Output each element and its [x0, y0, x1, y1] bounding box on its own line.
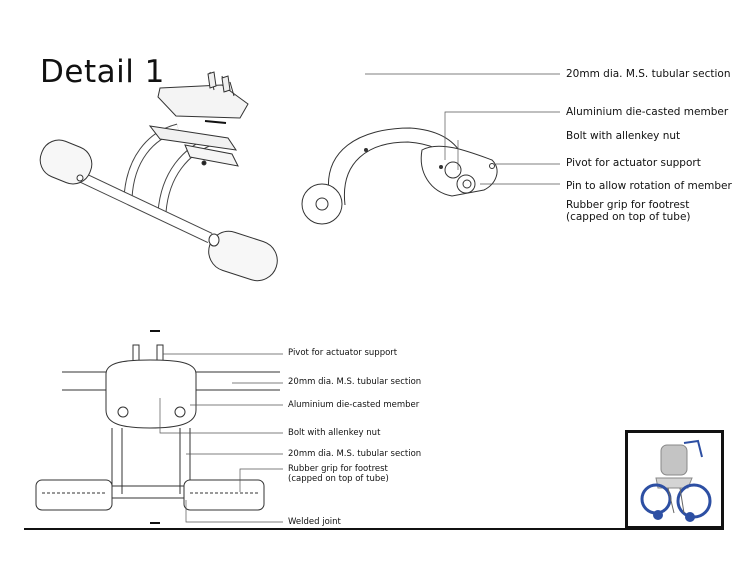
chair-thumbnail-image — [640, 439, 712, 522]
bottom-rule — [24, 528, 724, 530]
label-pivot-top: Pivot for actuator support — [566, 157, 701, 169]
label-die-cast-bottom: Aluminium die-casted member — [288, 400, 420, 410]
label-tube-bottom-1: 20mm dia. M.S. tubular section — [288, 377, 422, 387]
label-tube-bottom-2: 20mm dia. M.S. tubular section — [288, 449, 422, 459]
label-grip-note-top: (capped on top of tube) — [566, 211, 691, 223]
label-pivot-bottom: Pivot for actuator support — [288, 348, 398, 358]
label-welded-joint: Welded joint — [288, 517, 341, 527]
chair-thumbnail — [625, 430, 724, 529]
label-pin-top: Pin to allow rotation of member — [566, 180, 732, 192]
detail-title: Detail 1 — [40, 54, 165, 90]
label-grip-bottom: Rubber grip for footrest — [288, 464, 388, 474]
label-grip-top: Rubber grip for footrest — [566, 199, 690, 211]
label-tube-top: 20mm dia. M.S. tubular section — [566, 68, 731, 80]
label-die-cast-top: Aluminium die-casted member — [566, 106, 729, 118]
label-bolt-bottom: Bolt with allenkey nut — [288, 428, 381, 438]
plan-view-drawing — [35, 330, 283, 524]
label-grip-note-bottom: (capped on top of tube) — [288, 474, 389, 484]
isometric-footrest-drawing — [39, 71, 278, 282]
label-bolt-top: Bolt with allenkey nut — [566, 130, 681, 142]
side-view-drawing — [301, 73, 560, 225]
